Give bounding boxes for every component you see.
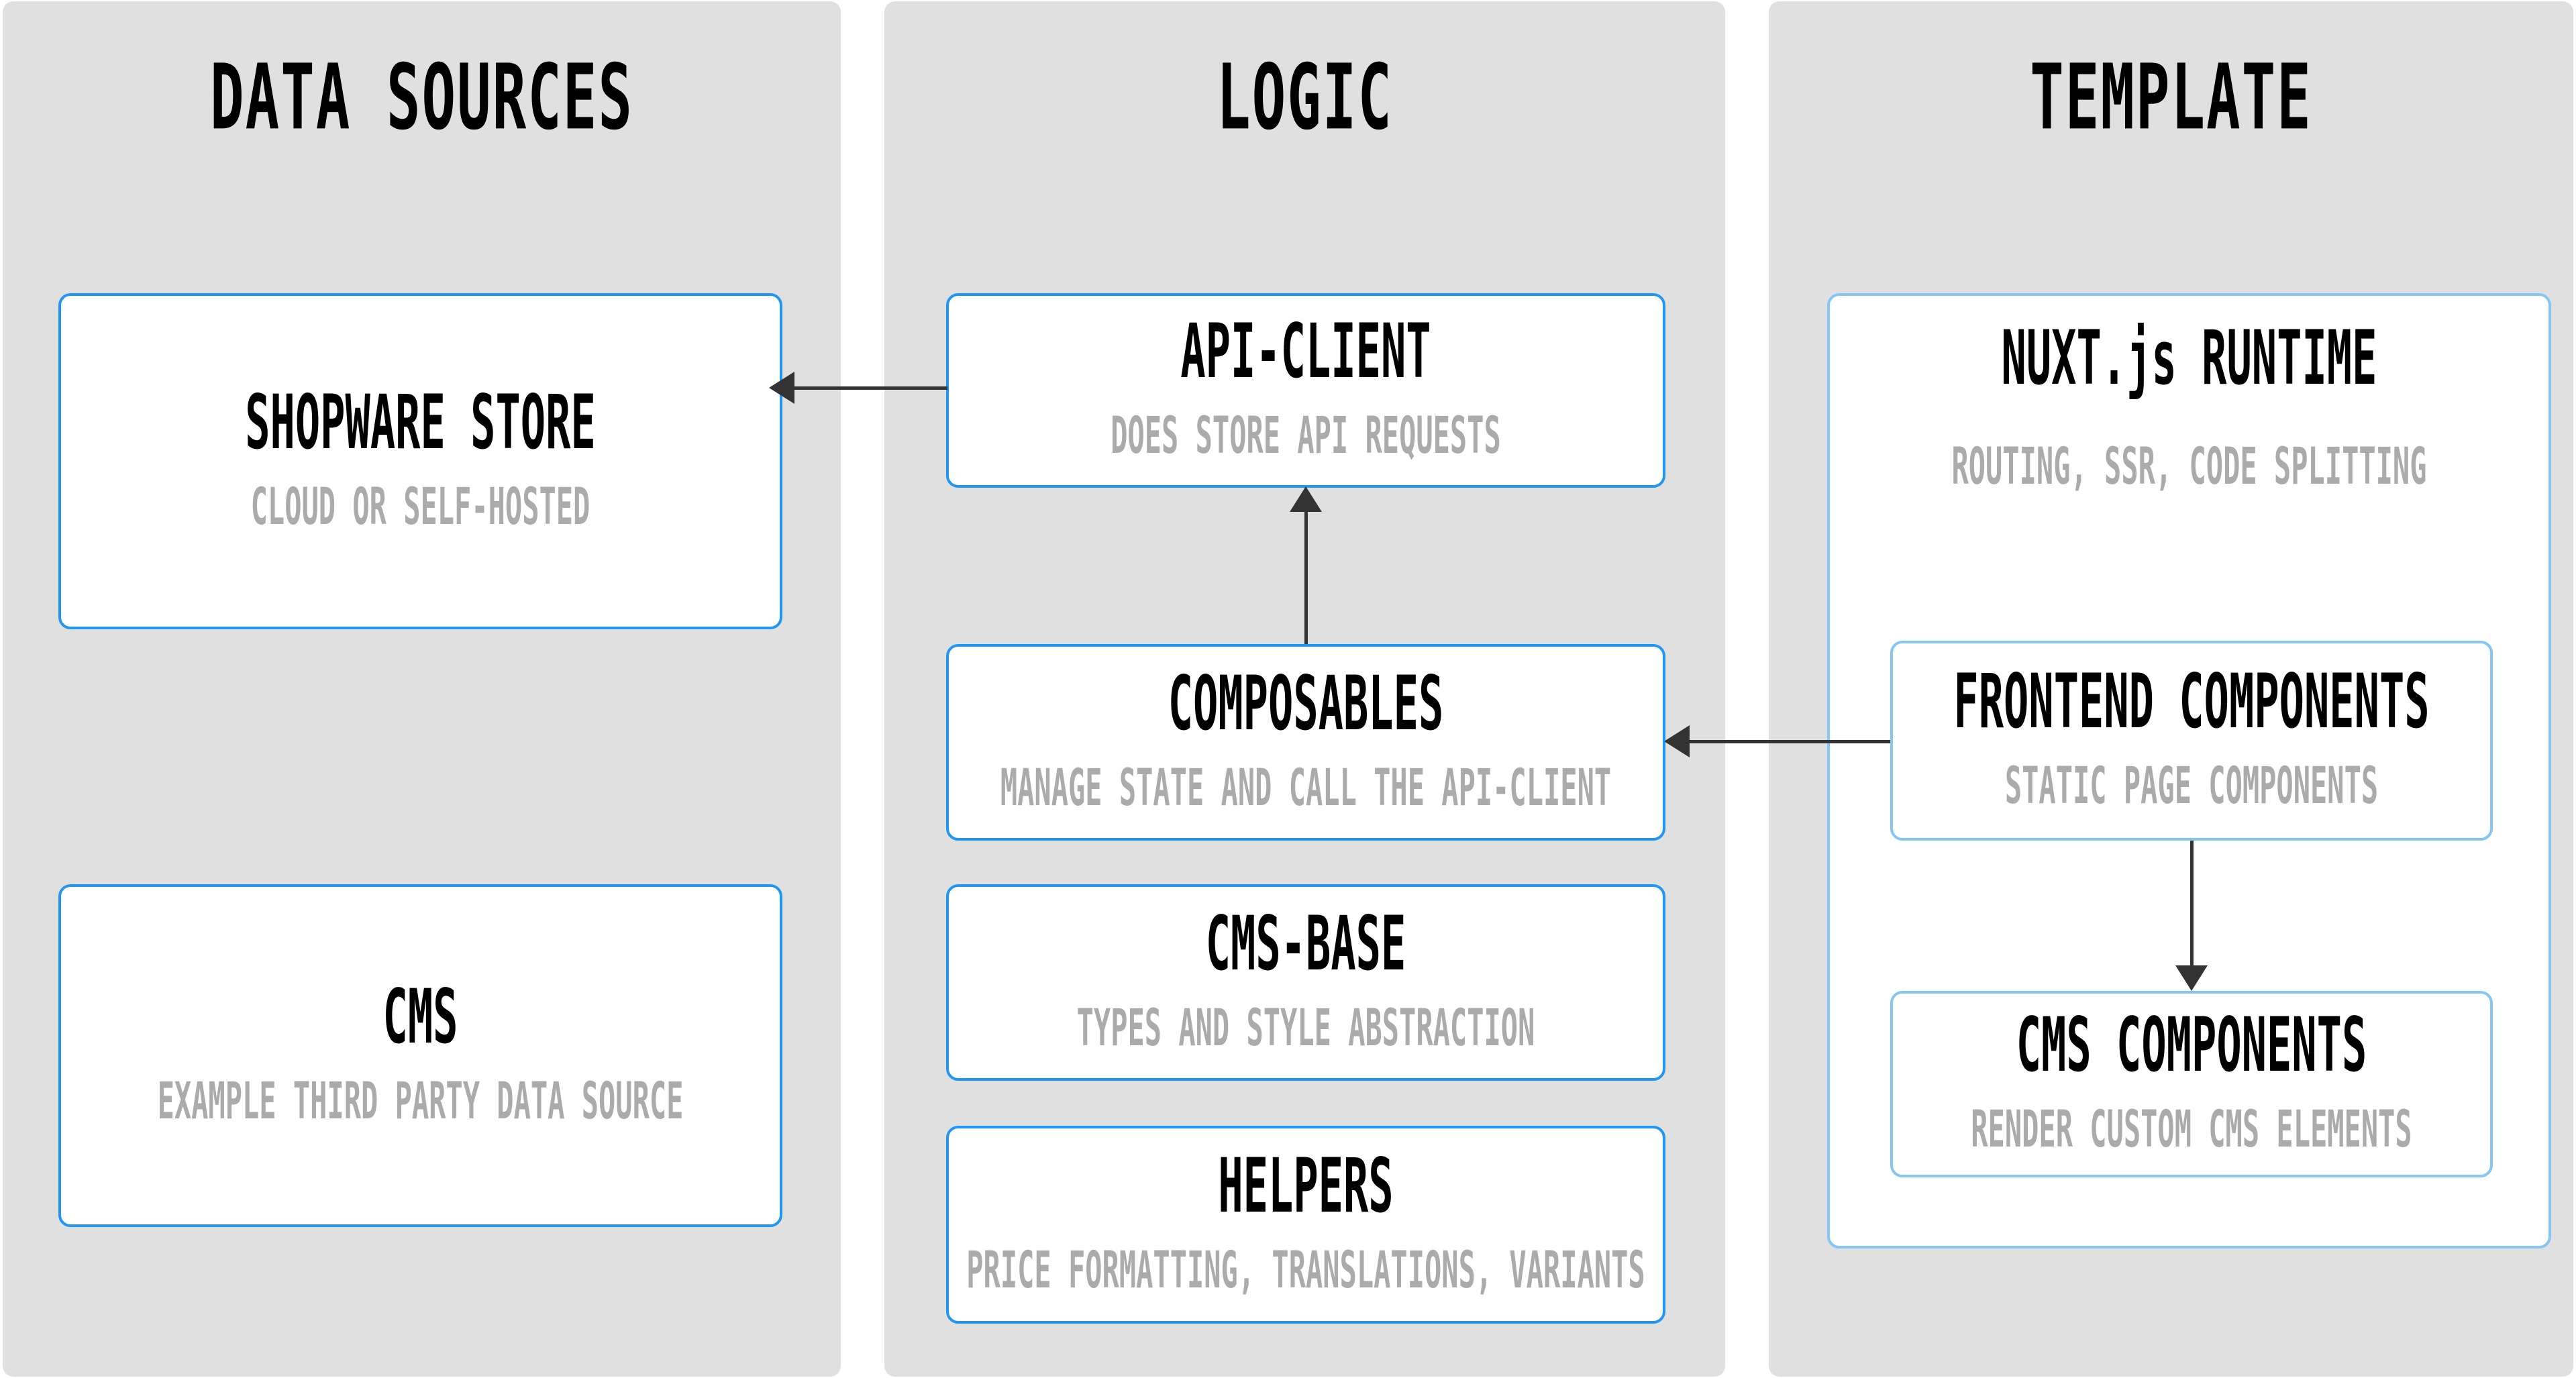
- node-subtitle: PRICE FORMATTING, TRANSLATIONS, VARIANTS: [966, 1240, 1645, 1300]
- node-cms-components: CMS COMPONENTS RENDER CUSTOM CMS ELEMENT…: [1890, 991, 2493, 1177]
- node-shopware-store: SHOPWARE STORE CLOUD OR SELF-HOSTED: [58, 293, 782, 629]
- node-title: COMPOSABLES: [1168, 658, 1444, 747]
- node-subtitle: DOES STORE API REQUESTS: [1111, 406, 1501, 466]
- column-header-logic: LOGIC: [1217, 44, 1393, 150]
- node-subtitle: EXAMPLE THIRD PARTY DATA SOURCE: [157, 1071, 684, 1130]
- node-cms-base: CMS-BASE TYPES AND STYLE ABSTRACTION: [946, 884, 1665, 1081]
- arrow-frontend-to-cms-components-line: [2190, 841, 2194, 968]
- column-header-template: TEMPLATE: [2030, 44, 2312, 150]
- node-helpers: HELPERS PRICE FORMATTING, TRANSLATIONS, …: [946, 1126, 1665, 1324]
- arrow-composables-to-api-client-head-icon: [1290, 486, 1322, 512]
- node-title: FRONTEND COMPONENTS: [1953, 657, 2430, 745]
- node-title: SHOPWARE STORE: [245, 377, 596, 466]
- arrow-frontend-to-composables-line: [1688, 740, 1890, 743]
- column-header-data-sources: DATA SOURCES: [210, 44, 633, 150]
- node-subtitle: CLOUD OR SELF-HOSTED: [250, 476, 590, 536]
- arrow-frontend-to-cms-components-head-icon: [2175, 965, 2208, 991]
- node-frontend-components: FRONTEND COMPONENTS STATIC PAGE COMPONEN…: [1890, 641, 2493, 841]
- node-title: HELPERS: [1218, 1141, 1394, 1230]
- node-api-client: API-CLIENT DOES STORE API REQUESTS: [946, 293, 1665, 488]
- arrow-frontend-to-composables-head-icon: [1664, 725, 1690, 757]
- node-title: CMS: [382, 971, 458, 1061]
- arrow-composables-to-api-client-line: [1304, 510, 1308, 644]
- node-composables: COMPOSABLES MANAGE STATE AND CALL THE AP…: [946, 644, 1665, 841]
- node-subtitle: ROUTING, SSR, CODE SPLITTING: [1951, 437, 2427, 496]
- node-subtitle: STATIC PAGE COMPONENTS: [2004, 756, 2379, 816]
- node-subtitle: MANAGE STATE AND CALL THE API-CLIENT: [1000, 757, 1612, 817]
- node-subtitle: RENDER CUSTOM CMS ELEMENTS: [1971, 1100, 2412, 1159]
- node-cms: CMS EXAMPLE THIRD PARTY DATA SOURCE: [58, 884, 782, 1227]
- node-title: CMS COMPONENTS: [2016, 1000, 2367, 1089]
- node-title: NUXT.js RUNTIME: [2001, 313, 2377, 402]
- node-subtitle: TYPES AND STYLE ABSTRACTION: [1076, 998, 1535, 1057]
- node-title: API-CLIENT: [1180, 307, 1431, 395]
- node-title: CMS-BASE: [1205, 898, 1406, 988]
- arrow-api-client-to-shopware-head-icon: [769, 372, 794, 404]
- arrow-api-client-to-shopware-line: [792, 386, 947, 390]
